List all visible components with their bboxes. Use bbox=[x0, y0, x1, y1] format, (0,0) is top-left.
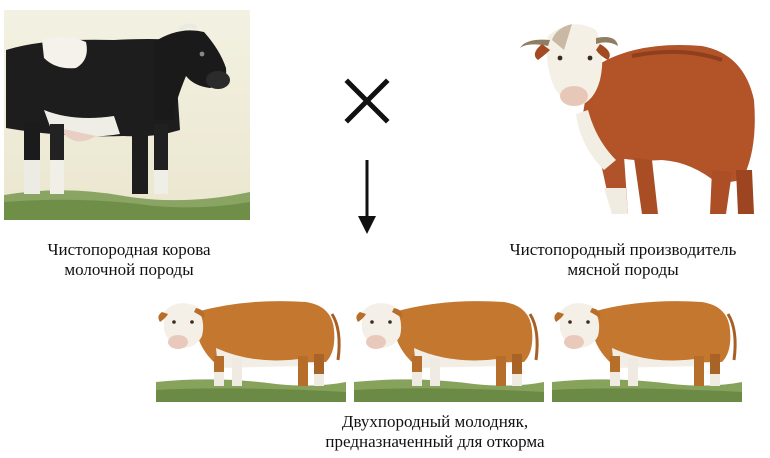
hereford-bull-image bbox=[512, 10, 764, 222]
cross-icon bbox=[344, 78, 390, 124]
dairy-cow-caption-line-2: молочной породы bbox=[4, 260, 254, 280]
crossbred-calf-image bbox=[354, 290, 544, 402]
offspring-caption: Двухпородный молодняк, предназначенный д… bbox=[260, 412, 610, 452]
meat-bull-caption: Чистопородный производитель мясной пород… bbox=[478, 240, 768, 280]
offspring-row bbox=[156, 290, 742, 402]
crossbred-calf-image bbox=[156, 290, 346, 402]
dairy-cow-caption-line-1: Чистопородная корова bbox=[4, 240, 254, 260]
offspring-caption-line-1: Двухпородный молодняк, bbox=[260, 412, 610, 432]
meat-bull-caption-line-2: мясной породы bbox=[478, 260, 768, 280]
crossbred-calf-image bbox=[552, 290, 742, 402]
offspring-caption-line-2: предназначенный для откорма bbox=[260, 432, 610, 452]
meat-bull-caption-line-1: Чистопородный производитель bbox=[478, 240, 768, 260]
dairy-cow-caption: Чистопородная корова молочной породы bbox=[4, 240, 254, 280]
dairy-cow-image bbox=[4, 10, 250, 220]
arrow-down-icon bbox=[356, 160, 378, 236]
